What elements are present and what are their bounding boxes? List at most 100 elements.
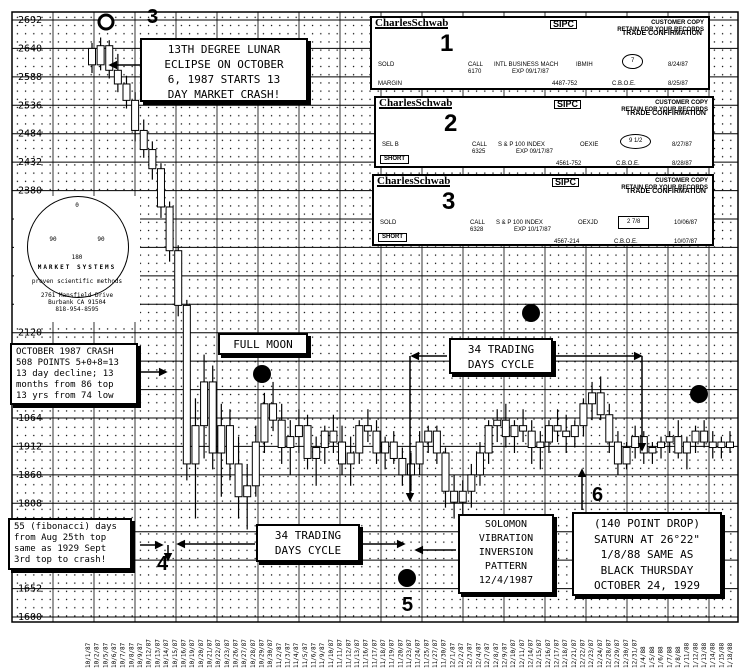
price-bar	[562, 414, 571, 453]
bar-body	[329, 430, 338, 443]
x-tick-label: 10/1/87	[85, 642, 92, 668]
x-tick-label: 11/4/87	[293, 642, 300, 668]
x-tick-label: 12/17/87	[553, 639, 560, 668]
x-tick-label: 10/19/87	[189, 639, 196, 668]
bar-body	[191, 425, 200, 465]
price-bar	[613, 431, 622, 475]
bar-body	[346, 452, 355, 465]
bar-body	[113, 69, 122, 85]
slip-qty: 6325	[472, 149, 486, 155]
price-bar	[217, 403, 226, 497]
x-tick-label: 12/3/87	[467, 642, 474, 668]
annotation-arrows	[108, 60, 647, 562]
price-bar	[113, 53, 122, 93]
cycle-bottom-box: 34 TRADING DAYS CYCLE	[256, 524, 360, 562]
eclipse-line: 13TH DEGREE LUNAR	[167, 43, 281, 56]
label-3: 3	[147, 6, 159, 28]
price-bar	[200, 354, 209, 459]
x-tick-label: 11/25/87	[423, 639, 430, 668]
bar-body	[424, 430, 433, 443]
price-bar	[544, 420, 553, 453]
x-tick-label: 10/30/87	[267, 639, 274, 668]
y-tick-label: 2484	[18, 129, 42, 140]
price-bar	[407, 452, 415, 492]
x-tick-label: 12/9/87	[501, 642, 508, 668]
price-bar	[501, 403, 510, 448]
price-bar	[277, 403, 286, 464]
slip-number: 2	[444, 110, 458, 137]
cycle-line: DAYS CYCLE	[467, 358, 535, 371]
logo-tagline: proven scientific methods	[31, 278, 123, 285]
price-bar	[493, 409, 502, 443]
slip-ref: 4567-214	[554, 239, 580, 245]
bar-body	[355, 425, 364, 454]
bar-body	[234, 463, 243, 498]
price-bar	[329, 414, 338, 453]
bar-body	[527, 430, 536, 449]
x-tick-label: 10/28/87	[250, 639, 257, 668]
x-tick-label: 10/2/87	[94, 642, 101, 668]
arrow-head	[414, 545, 424, 555]
eclipse-line: 6, 1987 STARTS 13	[167, 73, 281, 86]
slip-account: MARGIN	[378, 81, 402, 87]
slip-desc: INTL BUSINESS MACH	[494, 62, 559, 68]
x-tick-label: 12/14/87	[527, 639, 534, 668]
x-tick-label: 12/28/87	[606, 639, 613, 668]
x-tick-label: 12/29/87	[614, 639, 621, 668]
x-tick-label: 12/4/87	[475, 642, 482, 668]
crash-line: 13 day decline; 13	[16, 369, 114, 379]
price-bars	[88, 37, 734, 530]
x-tick-label: 10/14/87	[163, 639, 170, 668]
x-tick-label: 11/12/87	[345, 639, 352, 668]
x-tick-label: 11/27/87	[432, 639, 439, 668]
slip-exchange: C.B.O.E.	[614, 239, 638, 245]
slip-side: SOLD	[378, 62, 395, 68]
price-bar	[355, 420, 364, 464]
x-tick-label: 1/8/88	[675, 646, 682, 668]
slip-price: 7	[622, 54, 644, 69]
full-moon-dot-2	[690, 385, 708, 403]
logo-address: 2761 Mansfield Drive	[40, 292, 114, 299]
slip-symbol: OEXIE	[580, 142, 599, 148]
price-bar	[165, 201, 174, 262]
bar-body	[501, 419, 510, 438]
slip-type: CALL	[472, 142, 488, 148]
y-tick-label: 1600	[18, 612, 42, 623]
y-tick-label: 2588	[18, 72, 42, 83]
y-tick-label: 2432	[18, 157, 42, 168]
x-tick-label: 12/22/87	[580, 639, 587, 668]
price-bar	[346, 436, 355, 486]
price-bar	[519, 409, 528, 443]
slip-account: SHORT	[378, 233, 407, 242]
label-4: 4	[157, 553, 169, 575]
slip-type: CALL	[468, 62, 484, 68]
slip-settle-date: 8/28/87	[672, 161, 693, 167]
x-tick-label: 1/5/88	[649, 646, 656, 668]
slip-settle-date: 8/25/87	[668, 81, 689, 87]
sipc-badge: SIPC	[552, 178, 580, 187]
slip-date: 10/06/87	[674, 220, 698, 226]
bar-body	[484, 425, 493, 454]
x-tick-label: 12/15/87	[536, 639, 543, 668]
drop-line: OCTOBER 24, 1929	[594, 579, 700, 592]
slip-side: SOLD	[380, 220, 397, 226]
bar-body	[389, 441, 398, 459]
price-bar	[243, 463, 252, 530]
crash-box: OCTOBER 1987 CRASH 508 POINTS 5+0+8=13 1…	[10, 343, 138, 405]
price-bar	[432, 425, 441, 464]
x-tick-label: 12/24/87	[597, 639, 604, 668]
bar-body	[536, 441, 545, 449]
slip-exp: EXP 09/17/87	[512, 69, 549, 75]
x-tick-label: 11/17/87	[371, 639, 378, 668]
x-tick-label: 10/22/87	[215, 639, 222, 668]
price-bar	[381, 436, 390, 470]
bar-body	[320, 430, 329, 449]
arrow-head	[577, 468, 587, 478]
y-tick-label: 2536	[18, 100, 42, 111]
moon-markers	[97, 13, 708, 587]
bar-body	[156, 168, 165, 208]
slip-qty: 6170	[468, 69, 482, 75]
trade-confirmation-title: TRADE CONFIRMATION	[626, 188, 706, 195]
x-tick-label: 11/23/87	[406, 639, 413, 668]
slip-ref: 4561-752	[556, 161, 582, 167]
